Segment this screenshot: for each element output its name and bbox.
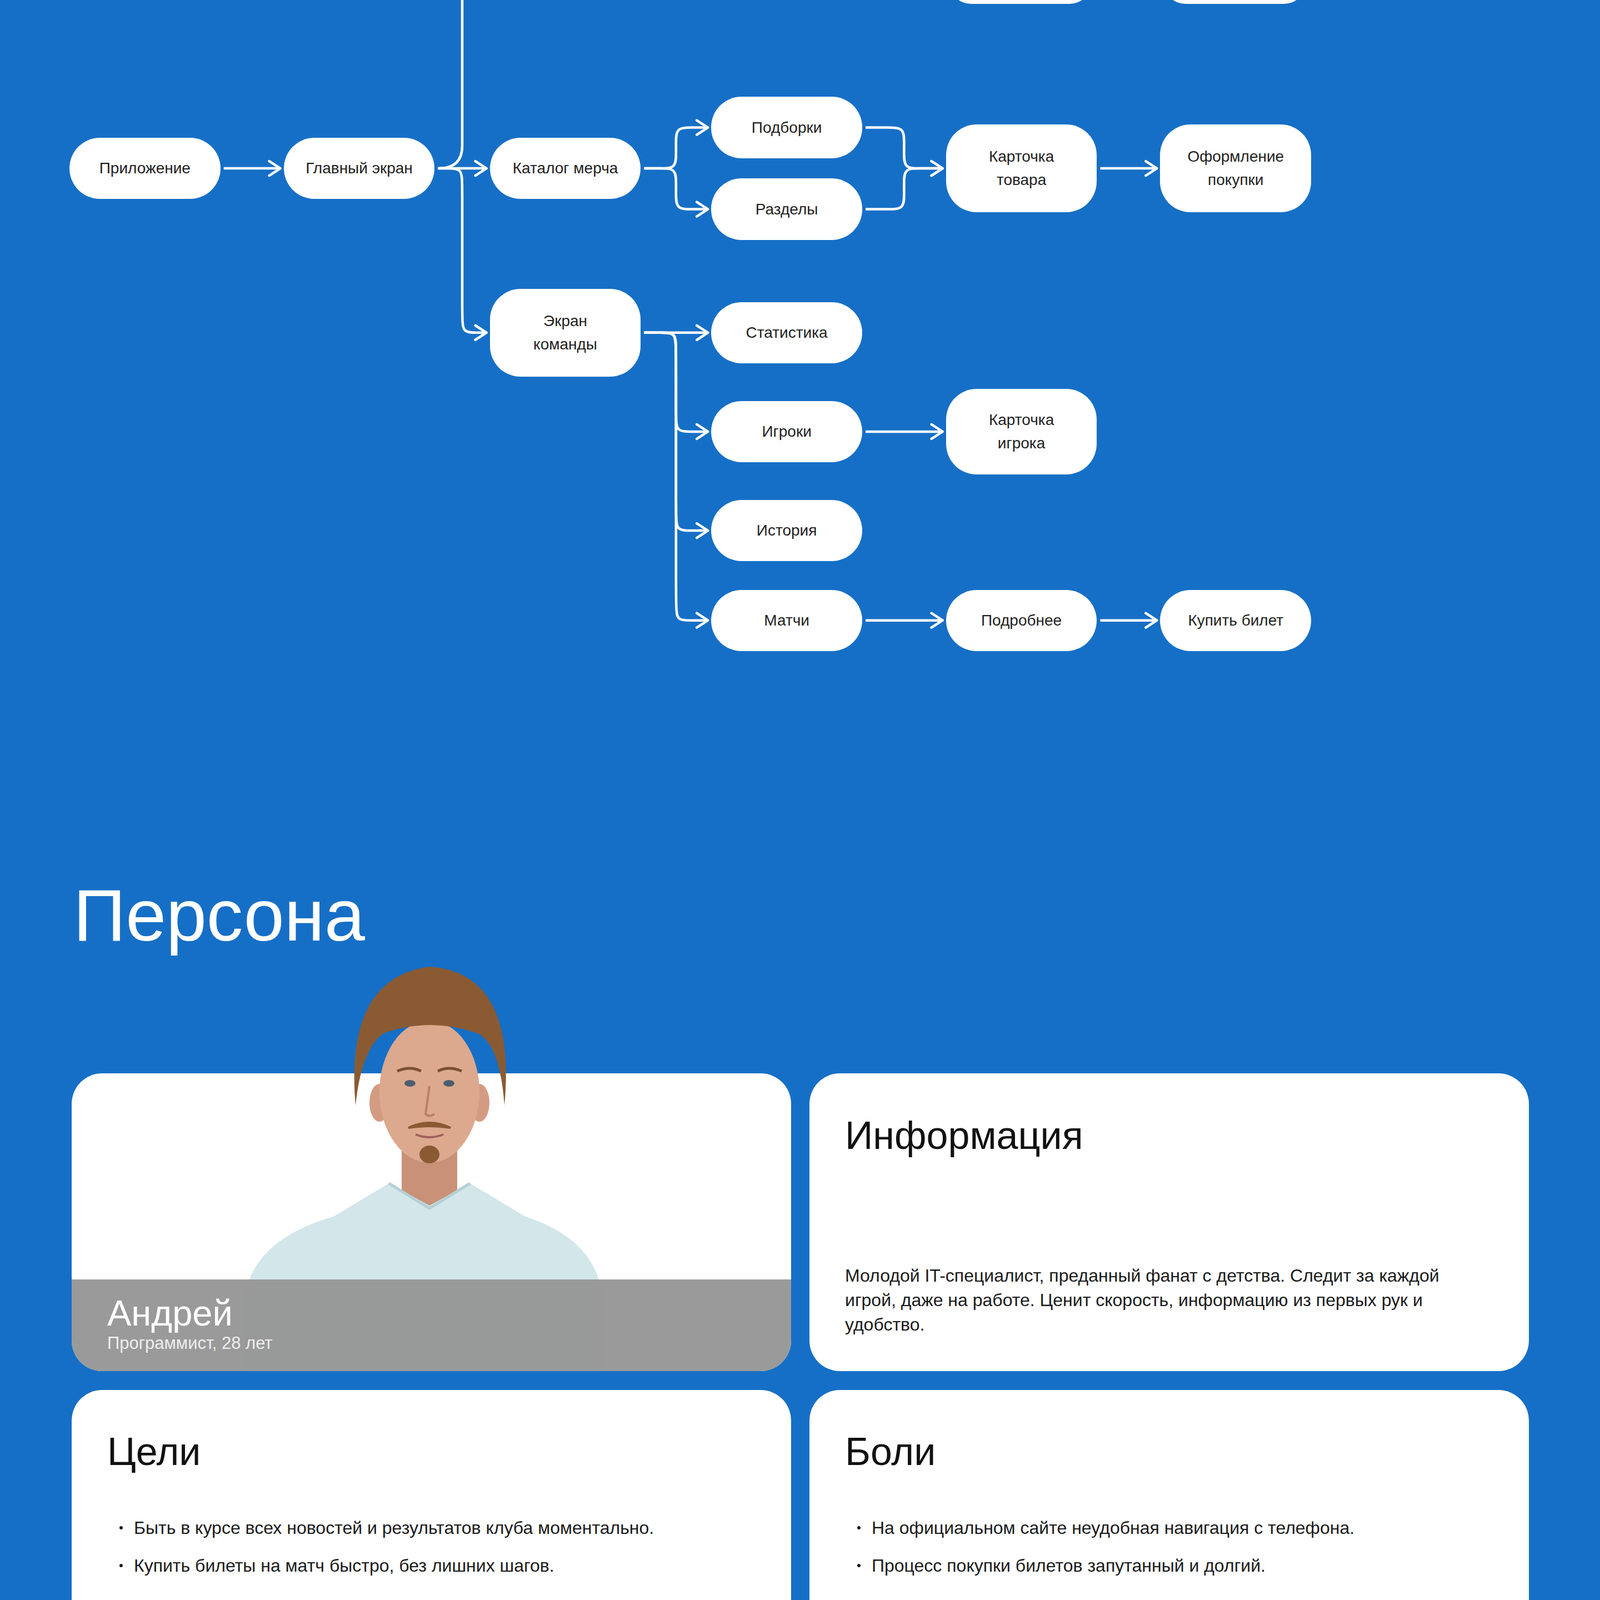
flow-arrow: [1100, 167, 1157, 170]
persona-card: ИнформацияМолодой IT-специалист, преданн…: [809, 1073, 1529, 1372]
persona-card: Боли На официальном сайте неудобная навиг…: [809, 1390, 1529, 1600]
card-body: Молодой IT-специалист, преданный фанат с…: [845, 1263, 1457, 1337]
portrait-nose: [425, 1086, 435, 1117]
process-box: Карточка игрока: [946, 388, 1098, 475]
cut-off-box: [948, 0, 1092, 4]
box-label: Игроки: [761, 420, 812, 444]
bullet-row: На официальном сайте неудобная навигация…: [845, 1515, 1494, 1540]
flow-arrow: [865, 168, 943, 209]
flow-arrow: [437, 168, 487, 333]
flow-arrow: [865, 127, 943, 169]
box-label: Купить билет: [1187, 608, 1284, 633]
bullet-item: Быть в курсе всех новостей и результатов…: [133, 1515, 756, 1540]
box-label: Оформление покупки: [1183, 145, 1289, 192]
card-heading: Цели: [107, 1432, 756, 1472]
branch-line: [438, 0, 463, 169]
process-box: Матчи: [711, 590, 863, 652]
bullet-dot: [119, 1526, 123, 1530]
flow-arrow: [1100, 618, 1157, 622]
box-label: Подборки: [751, 116, 823, 140]
flow-arrow: [643, 332, 708, 621]
portrait-mouth: [415, 1134, 444, 1138]
process-box: Оформление покупки: [1160, 124, 1312, 213]
portrait-face: [379, 1020, 480, 1163]
bullet-row: Процесс покупки билетов запутанный и дол…: [845, 1553, 1494, 1578]
flow-arrow: [865, 618, 943, 622]
box-label: Подробнее: [981, 608, 1062, 633]
box-label: Экран команды: [512, 309, 618, 357]
bullet-item: На официальном сайте неудобная навигация…: [871, 1515, 1494, 1540]
bullet-item: Процесс покупки билетов запутанный и дол…: [871, 1553, 1494, 1578]
portrait-eye: [404, 1080, 416, 1087]
process-box: Главный экран: [283, 137, 435, 199]
bullet-dot: [119, 1563, 123, 1568]
portrait-goatee: [419, 1145, 440, 1164]
portrait-hair: [354, 966, 507, 1106]
persona-name: Андрей: [107, 1293, 756, 1334]
flow-arrow: [865, 430, 943, 434]
box-label: Приложение: [99, 156, 191, 180]
section-title: Персона: [73, 878, 365, 952]
process-box: Игроки: [711, 401, 863, 463]
card-heading: Информация: [845, 1116, 1494, 1155]
portrait-collar: [388, 1183, 470, 1209]
box-label: История: [756, 518, 818, 543]
name-band: [71, 1279, 792, 1372]
flow-arrow: [643, 168, 708, 209]
process-box: Подробнее: [946, 590, 1098, 652]
box-label: Главный экран: [305, 156, 413, 180]
persona-card: ЦелиБыть в курсе всех новостей и результ…: [71, 1390, 792, 1600]
process-box: Каталог мерча: [490, 137, 642, 199]
process-box: Статистика: [711, 302, 863, 364]
process-box: Разделы: [711, 178, 863, 240]
portrait-brow: [397, 1068, 422, 1072]
persona-card: АндрейПрограммист, 28 лет: [71, 1073, 792, 1372]
box-label: Статистика: [746, 321, 828, 345]
box-label: Каталог мерча: [512, 156, 619, 180]
box-label: Матчи: [763, 608, 810, 633]
bullet-item: Купить билеты на матч быстро, без лишних…: [133, 1553, 756, 1578]
process-box: Купить билет: [1160, 590, 1312, 652]
persona-role: Программист, 28 лет: [107, 1332, 756, 1355]
bullet-row: Быть в курсе всех новостей и результатов…: [107, 1515, 756, 1540]
process-box: Приложение: [69, 137, 221, 199]
flow-arrow: [223, 167, 281, 170]
card-heading: Боли: [845, 1432, 1494, 1472]
bullet-row: Купить билеты на матч быстро, без лишних…: [107, 1553, 756, 1578]
box-label: Разделы: [755, 197, 819, 222]
box-label: Карточка игрока: [968, 408, 1074, 455]
portrait-brow: [437, 1068, 462, 1072]
process-box: Карточка товара: [946, 124, 1098, 213]
bullet-dot: [857, 1526, 861, 1530]
process-box: Экран команды: [490, 288, 642, 377]
process-box: Подборки: [711, 96, 863, 158]
flow-arrow: [643, 127, 708, 169]
cut-off-box: [1163, 0, 1307, 4]
portrait-eye: [443, 1080, 455, 1087]
box-label: Карточка товара: [968, 145, 1074, 192]
process-box: История: [711, 500, 863, 562]
bullet-dot: [857, 1563, 861, 1568]
portrait-moustache: [408, 1122, 451, 1128]
